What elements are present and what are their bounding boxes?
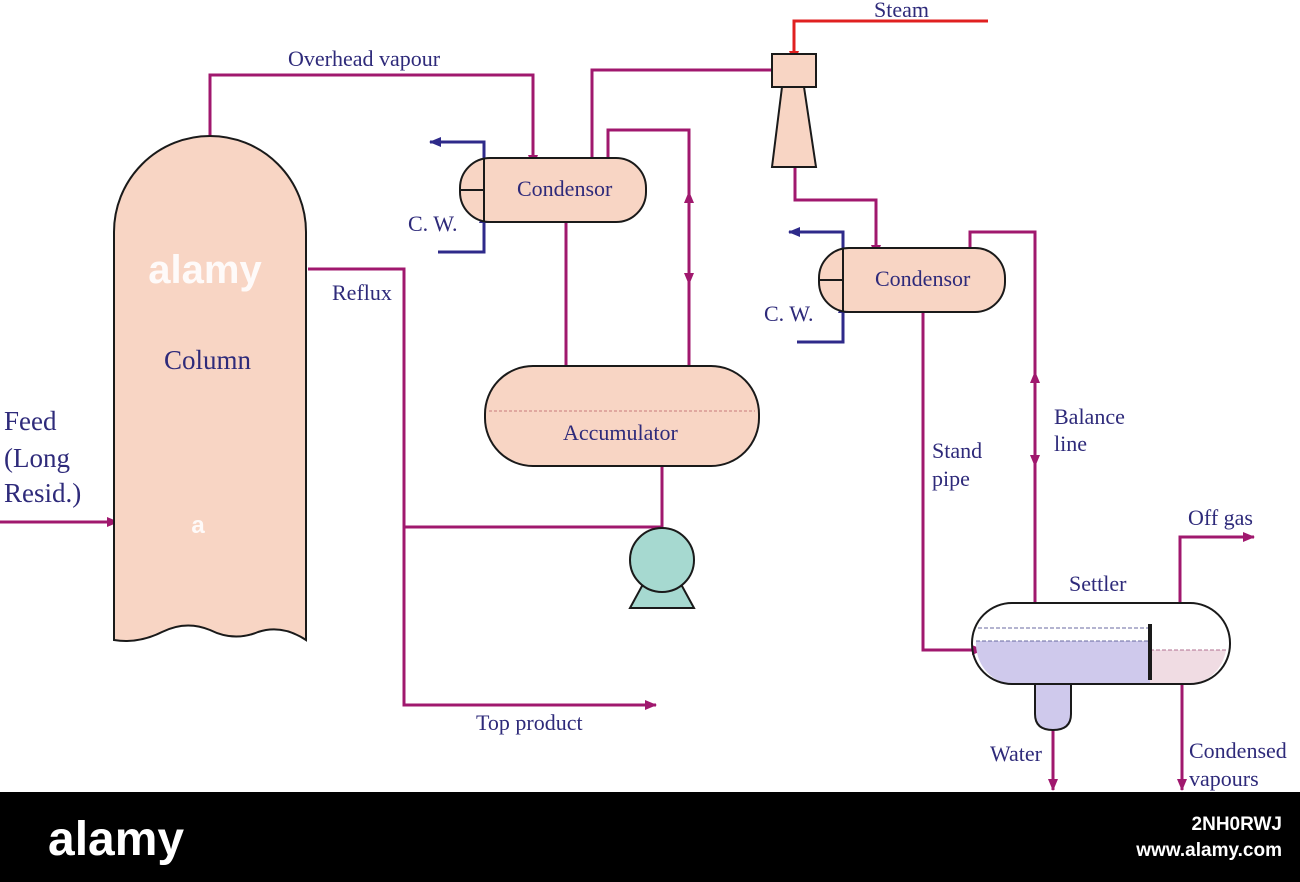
watermark-site: www.alamy.com: [1135, 840, 1282, 861]
stand-pipe-line: [921, 312, 984, 655]
column-watermark-a: a: [191, 512, 205, 539]
stand-pipe-label-line1: Stand: [932, 438, 982, 463]
top-product-label: Top product: [476, 710, 583, 735]
feed-label-line1: Feed: [4, 406, 57, 436]
stand-pipe-label-line2: pipe: [932, 466, 970, 491]
settler-oil-phase: [1150, 650, 1226, 684]
cw-label-2: C. W.: [764, 301, 814, 326]
pump-casing: [629, 527, 695, 593]
feed-label-line2: (Long: [4, 443, 70, 473]
cw-outlet-line-1: [429, 137, 486, 158]
condensor-2-label: Condensor: [875, 266, 971, 291]
watermark-band: [0, 792, 1300, 882]
condensor-1-label: Condensor: [517, 176, 613, 201]
settler-boot: [1034, 680, 1072, 732]
accumulator-vessel: [484, 365, 760, 467]
ejector-discharge-line: [793, 167, 881, 257]
reflux-line: [308, 267, 406, 527]
balance-line-label-line2: line: [1054, 431, 1087, 456]
settler-water-phase: [975, 641, 1150, 684]
condensed-vapours-label-line2: vapours: [1189, 766, 1259, 791]
reflux-label: Reflux: [332, 280, 392, 305]
water-label: Water: [990, 741, 1043, 766]
ejector-diffuser: [770, 86, 818, 168]
cw-inlet-line-2: [797, 301, 848, 344]
settler-label: Settler: [1069, 571, 1127, 596]
cw-outlet-line-2: [788, 227, 845, 248]
off-gas-label: Off gas: [1188, 505, 1253, 530]
accumulator-label: Accumulator: [563, 420, 679, 445]
column-watermark: alamy: [148, 248, 262, 292]
ejector-body: [771, 53, 817, 88]
steam-label: Steam: [874, 0, 929, 22]
balance-line-label-line1: Balance: [1054, 404, 1125, 429]
column-label: Column: [164, 345, 252, 375]
top-product-line: [402, 527, 657, 710]
condensed-vapours-label-line1: Condensed: [1189, 738, 1287, 763]
watermark-image-id: 2NH0RWJ: [1192, 814, 1282, 835]
cw-inlet-line-1: [438, 211, 489, 254]
feed-label-line3: Resid.): [4, 478, 81, 508]
watermark-logo: alamy: [48, 813, 184, 866]
steam-line: [789, 19, 988, 63]
overhead-vapour-label: Overhead vapour: [288, 46, 441, 71]
column-vessel: [113, 135, 307, 642]
vacuum-line-to-ejector: [590, 68, 772, 158]
settler-vessel: [971, 602, 1231, 685]
off-gas-line: [1178, 532, 1255, 603]
overhead-vapour-line: [208, 73, 538, 167]
cw-label-1: C. W.: [408, 211, 458, 236]
